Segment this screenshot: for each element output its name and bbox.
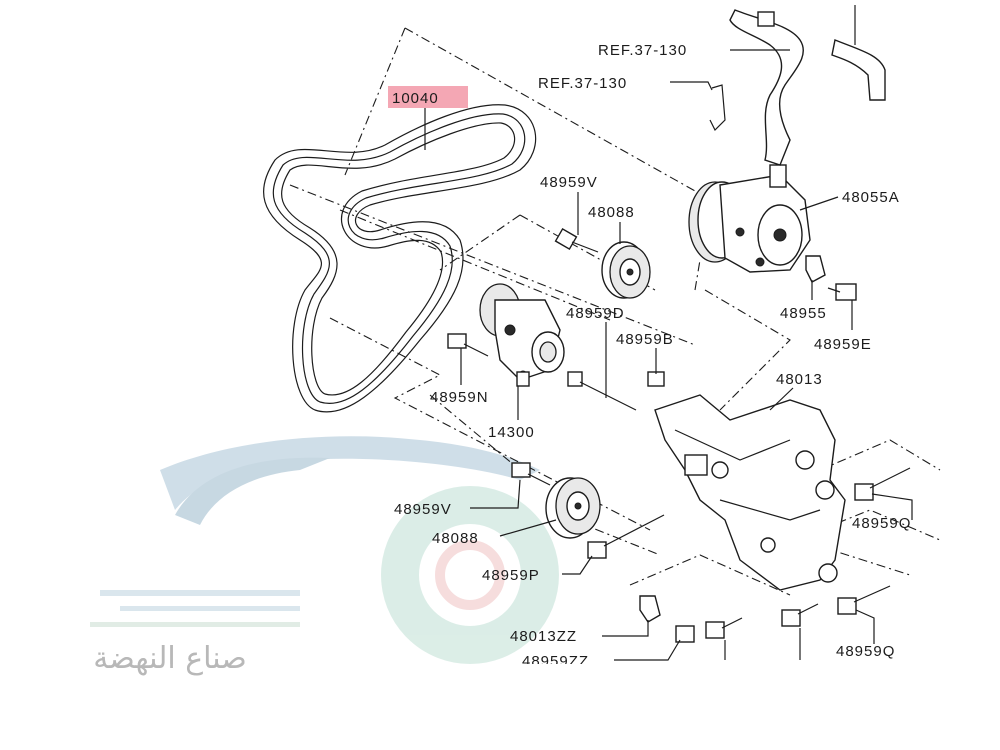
- label-belt: 10040: [392, 90, 439, 107]
- idler-pulley-top: [601, 241, 651, 299]
- label-bolt-v-bottom: 48959V: [394, 501, 452, 518]
- leader-lines: [424, 49, 913, 661]
- bolt-48959p: [587, 514, 665, 559]
- label-idler-bottom: 48088: [432, 530, 479, 547]
- small-bracket: [805, 255, 826, 283]
- bolt-48959q-lower-2: [781, 603, 819, 627]
- clip: [639, 595, 661, 623]
- bolt-48959v-bottom: [511, 462, 551, 486]
- label-clip: 48013ZZ: [510, 628, 577, 645]
- bolt-48959d: [567, 371, 637, 411]
- label-bolt-d: 48959D: [566, 305, 625, 322]
- label-bolt-b: 48959B: [616, 331, 674, 348]
- label-bolt-n: 48959N: [430, 389, 489, 406]
- label-idler-top: 48088: [588, 204, 635, 221]
- power-steering-pump: [688, 164, 811, 273]
- bolt-48959b: [647, 371, 665, 387]
- bolt-48959v-top: [554, 227, 599, 253]
- mounting-bracket: [654, 394, 846, 591]
- watermark-arabic-text-overlay: صناع النهضة: [93, 641, 247, 676]
- label-bracket-small: 48955: [780, 305, 827, 322]
- serpentine-belt: [262, 104, 537, 413]
- label-pump: 48055A: [842, 189, 900, 206]
- hoses: [709, 5, 886, 166]
- label-bracket: 48013: [776, 371, 823, 388]
- label-tensioner: 14300: [488, 424, 535, 441]
- bolt-48959zz: [675, 625, 695, 643]
- label-ref-upper: REF.37-130: [598, 42, 687, 59]
- bolt-48959q-lower-3: [837, 585, 891, 615]
- label-bolt-p: 48959P: [482, 567, 540, 584]
- label-bolt-q-upper: 48959Q: [852, 515, 911, 532]
- idler-pulley-bottom: [545, 477, 601, 539]
- belt-tensioner: [479, 283, 565, 387]
- label-ref-lower: REF.37-130: [538, 75, 627, 92]
- label-bolt-q-lower: 48959Q: [836, 643, 895, 660]
- bolt-48959q-upper: [854, 467, 911, 501]
- bolt-48959e: [827, 283, 857, 301]
- bolt-48959n: [447, 333, 489, 357]
- label-bolt-v-top: 48959V: [540, 174, 598, 191]
- part-labels: 10040 REF.37-130 REF.37-130 48959V 48088…: [388, 42, 911, 670]
- watermark-logo: صناع النهضة: [90, 436, 559, 676]
- bolt-48959q-lower-1: [705, 617, 743, 639]
- bottom-whitespace: [0, 664, 1000, 750]
- highlight-box: [388, 86, 468, 108]
- label-bolt-e: 48959E: [814, 336, 872, 353]
